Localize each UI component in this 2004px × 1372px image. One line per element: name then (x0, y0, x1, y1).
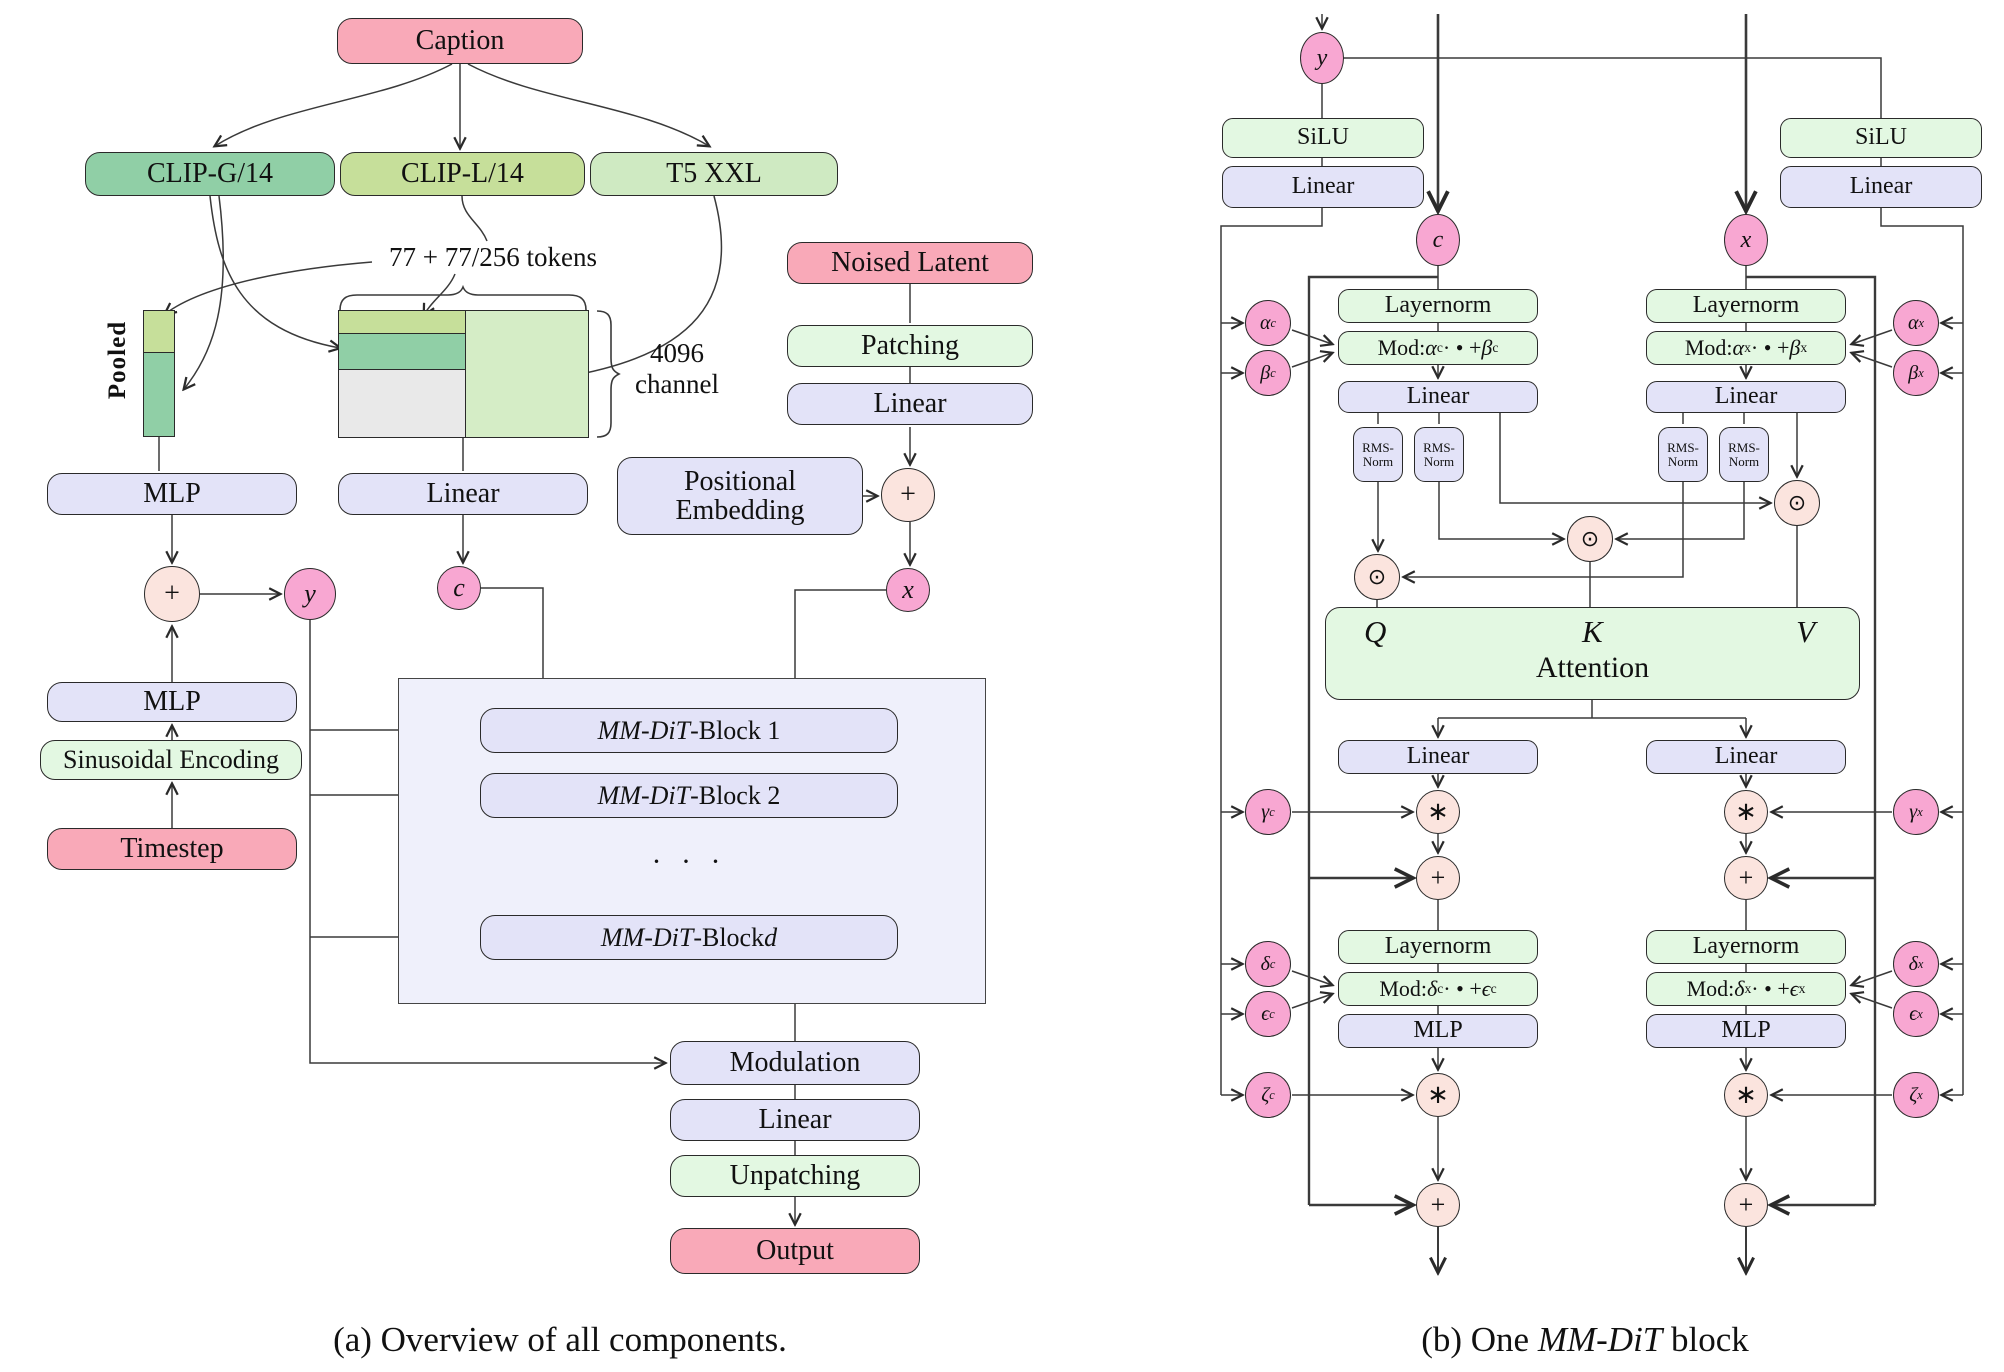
pooled-vector (143, 310, 175, 437)
caption-a: (a) Overview of all components. (333, 1320, 787, 1359)
silu-left-box: SiLU (1222, 118, 1424, 158)
linear-left-box: Linear (1222, 166, 1424, 208)
linear-qkv-c-box: Linear (1338, 381, 1538, 413)
scale-zeta-c-node: ∗ (1416, 1073, 1460, 1117)
rms-norm-k-c-box: RMS-Norm (1414, 427, 1464, 482)
patching-box: Patching (787, 325, 1033, 367)
attention-label: Attention (1535, 651, 1650, 684)
concat-k-node: ⊙ (1567, 516, 1613, 562)
timestep-box: Timestep (47, 828, 297, 870)
mlp-x-box: MLP (1646, 1014, 1846, 1048)
mmdit-block-2: MM-DiT-Block 2 (480, 773, 898, 818)
output-box: Output (670, 1228, 920, 1274)
residual-add2-c-node: + (1416, 1183, 1460, 1227)
mlp-c-box: MLP (1338, 1014, 1538, 1048)
residual-add2-x-node: + (1724, 1183, 1768, 1227)
layernorm-c-box: Layernorm (1338, 289, 1538, 323)
y-node: y (284, 568, 336, 620)
k-label: K (1582, 614, 1603, 649)
pooled-label: Pooled (104, 320, 131, 400)
residual-add-x-node: + (1724, 856, 1768, 900)
caption-box: Caption (337, 18, 583, 64)
linear-qkv-x-box: Linear (1646, 381, 1846, 413)
concat-q-node: ⊙ (1354, 554, 1400, 600)
silu-right-box: SiLU (1780, 118, 1982, 158)
mmdit-block-1: MM-DiT-Block 1 (480, 708, 898, 753)
attention-box: Q K V Attention (1325, 607, 1860, 700)
add-node-pooled: + (144, 566, 200, 622)
linear-right-box: Linear (1780, 166, 1982, 208)
matrix-clip-l-strip (338, 310, 466, 334)
linear-output-box: Linear (670, 1099, 920, 1141)
rms-norm-q-x-box: RMS-Norm (1658, 427, 1708, 482)
c-input-node: c (1416, 214, 1460, 266)
scale-zeta-x-node: ∗ (1724, 1073, 1768, 1117)
linear-post-attn-x-box: Linear (1646, 740, 1846, 774)
y-input-node: y (1300, 32, 1344, 84)
unpatching-box: Unpatching (670, 1155, 920, 1197)
linear-context-box: Linear (338, 473, 588, 515)
pooled-clip-l-segment (143, 310, 175, 353)
x-input-node: x (1724, 214, 1768, 266)
matrix-t5-column (465, 310, 589, 438)
add-node-latent: + (881, 468, 935, 522)
rms-norm-q-c-box: RMS-Norm (1353, 427, 1403, 482)
x-node: x (886, 568, 930, 612)
linear-latent-box: Linear (787, 383, 1033, 425)
clip-g-encoder-box: CLIP-G/14 (85, 152, 335, 196)
token-matrix (338, 310, 589, 438)
matrix-clip-g-strip (338, 333, 466, 370)
caption-b: (b) One MM-DiT block (1421, 1320, 1749, 1359)
c-node: c (437, 566, 481, 610)
mlp-pooled-box: MLP (47, 473, 297, 515)
modulation-box: Modulation (670, 1041, 920, 1085)
rms-norm-k-x-box: RMS-Norm (1719, 427, 1769, 482)
linear-post-attn-c-box: Linear (1338, 740, 1538, 774)
concat-v-node: ⊙ (1774, 480, 1820, 526)
sinusoidal-encoding-box: Sinusoidal Encoding (40, 740, 302, 780)
q-label: Q (1364, 614, 1387, 649)
residual-add-c-node: + (1416, 856, 1460, 900)
noised-latent-box: Noised Latent (787, 242, 1033, 284)
layernorm2-x-box: Layernorm (1646, 930, 1846, 964)
clip-l-encoder-box: CLIP-L/14 (340, 152, 585, 196)
v-label: V (1796, 614, 1815, 649)
tokens-annotation: 77 + 77/256 tokens (389, 242, 597, 272)
mlp-timestep-box: MLP (47, 682, 297, 722)
t5-encoder-box: T5 XXL (590, 152, 838, 196)
mmdit-block-d: MM-DiT-Block d (480, 915, 898, 960)
scale-gamma-x-node: ∗ (1724, 790, 1768, 834)
layernorm2-c-box: Layernorm (1338, 930, 1538, 964)
scale-gamma-c-node: ∗ (1416, 790, 1460, 834)
layernorm-x-box: Layernorm (1646, 289, 1846, 323)
ellipsis-blocks: · · · (651, 845, 727, 878)
